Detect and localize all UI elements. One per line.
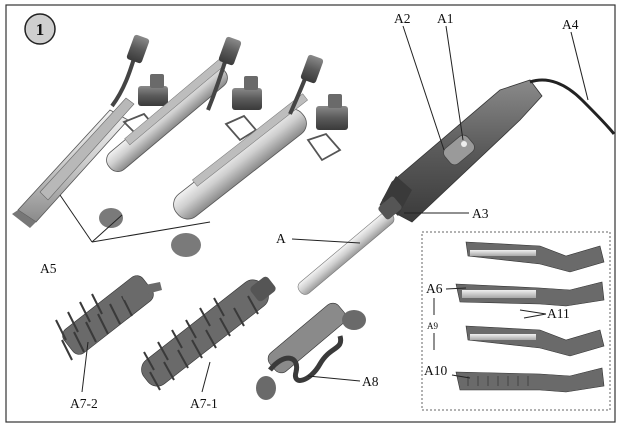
label-a9: A9 xyxy=(427,321,438,331)
switch-button xyxy=(443,134,475,166)
straightener-plate-a6 xyxy=(455,241,605,307)
main-handle xyxy=(379,78,616,223)
label-a5: A5 xyxy=(40,261,57,276)
label-a3: A3 xyxy=(472,206,489,221)
straightener-plate-a10 xyxy=(455,325,605,393)
label-a8: A8 xyxy=(362,374,379,389)
brush-a7-2 xyxy=(55,275,162,361)
label-a11: A11 xyxy=(547,306,570,321)
leader-lines xyxy=(59,25,589,393)
label-a2: A2 xyxy=(394,11,411,26)
straightener-inset-frame xyxy=(421,231,611,411)
heating-rod xyxy=(297,196,402,295)
label-a7-2: A7-2 xyxy=(70,396,98,411)
outer-frame xyxy=(5,4,616,423)
label-a: A xyxy=(276,231,286,246)
step-number-badge: 1 xyxy=(24,13,56,45)
label-a6: A6 xyxy=(426,281,443,296)
label-a1: A1 xyxy=(437,11,454,26)
curling-barrel-2 xyxy=(99,36,262,228)
brush-a7-1 xyxy=(141,276,276,391)
curling-barrel-1 xyxy=(12,34,168,228)
label-a7-1: A7-1 xyxy=(190,396,218,411)
spiral-attachment-a8 xyxy=(256,302,366,400)
curling-barrel-3 xyxy=(171,54,348,257)
labels: A2 A1 A4 A3 A A5 A6 A9 A11 A10 A8 A7-2 A… xyxy=(40,11,579,411)
step-number: 1 xyxy=(36,20,45,39)
label-a10: A10 xyxy=(424,363,447,378)
label-a4: A4 xyxy=(562,17,579,32)
